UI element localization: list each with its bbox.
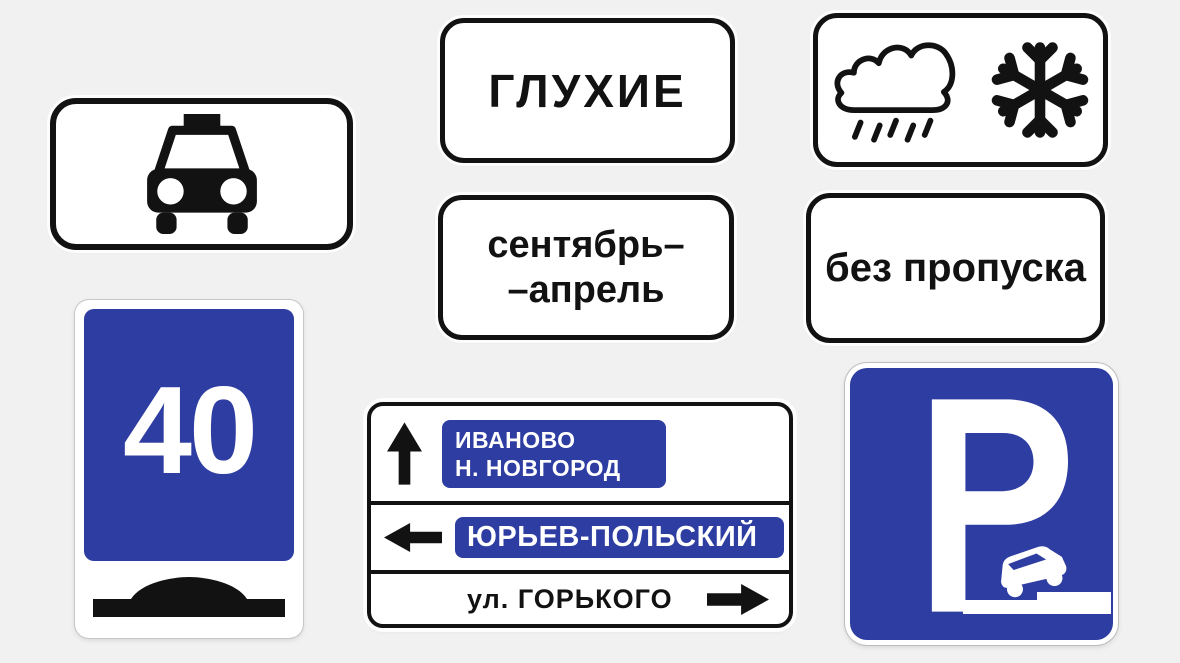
destination-line: ЮРЬЕВ-ПОЛЬСКИЙ [467, 521, 758, 554]
arrow-right-icon [707, 583, 769, 615]
direction-row-right: ул. ГОРЬКОГО [371, 574, 789, 624]
season-line-2: –апрель [507, 268, 665, 311]
destination-line: ИВАНОВО [455, 426, 576, 453]
parking-p-glyph [922, 398, 1070, 613]
divider [371, 570, 789, 575]
parking-sign-field: P [850, 368, 1113, 640]
rain-cloud-icon [829, 32, 963, 148]
weather-plate-sign [813, 13, 1108, 167]
direction-board-sign: ИВАНОВО Н. НОВГОРОД ЮРЬЕВ-ПОЛЬСКИЙ ул. Г… [367, 402, 793, 628]
car-on-sidewalk-icon [963, 544, 1111, 616]
permit-plate-sign: без пропуска [806, 193, 1105, 343]
destination-box-ahead: ИВАНОВО Н. НОВГОРОД [442, 419, 666, 488]
direction-row-left: ЮРЬЕВ-ПОЛЬСКИЙ [371, 505, 789, 570]
parking-sign: P [845, 363, 1118, 645]
destination-line: Н. НОВГОРОД [455, 454, 621, 481]
divider [371, 501, 789, 506]
deaf-plate-sign: ГЛУХИЕ [440, 18, 735, 163]
taxi-icon [141, 113, 263, 235]
speed-bump-icon [93, 577, 285, 617]
speed-limit-panel: 40 [84, 309, 294, 561]
season-line-1: сентябрь– [487, 224, 685, 267]
arrow-left-icon [383, 523, 443, 553]
speed-limit-sign: 40 [75, 300, 303, 638]
deaf-plate-label: ГЛУХИЕ [488, 64, 687, 117]
arrow-up-icon [387, 422, 422, 485]
speed-limit-value: 40 [123, 362, 258, 500]
direction-row-ahead: ИВАНОВО Н. НОВГОРОД [371, 406, 789, 501]
destination-box-left: ЮРЬЕВ-ПОЛЬСКИЙ [455, 517, 784, 559]
street-label: ул. ГОРЬКОГО [467, 583, 673, 614]
snowflake-icon [987, 37, 1093, 143]
season-plate-sign: сентябрь– –апрель [438, 195, 734, 340]
parking-letter: P [850, 368, 851, 369]
permit-plate-label: без пропуска [825, 245, 1086, 290]
taxi-plate-sign [50, 98, 353, 250]
